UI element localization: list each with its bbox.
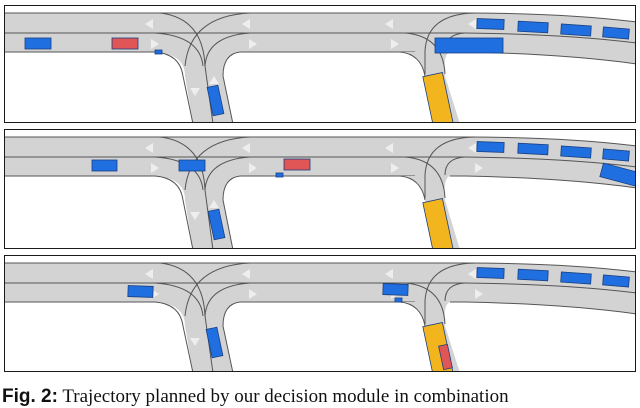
caption-label: Fig. 2: xyxy=(2,386,58,407)
lane-arrow-icon xyxy=(190,212,200,220)
blue-vehicle xyxy=(476,141,505,153)
lane-arrow-icon xyxy=(145,143,153,153)
lane-arrow-icon xyxy=(145,269,153,279)
lane-arrow-icon xyxy=(468,143,476,153)
blue-vehicle xyxy=(127,285,154,298)
lane-arrow-icon xyxy=(242,143,250,153)
lane-arrow-icon xyxy=(385,143,393,153)
lane-arrow-icon xyxy=(249,289,257,299)
blue-vehicle xyxy=(599,162,635,188)
blue-vehicle xyxy=(434,37,504,54)
lane-arrow-icon xyxy=(209,200,219,208)
lane-arrow-icon xyxy=(190,338,200,346)
blue-vehicle xyxy=(517,142,549,156)
side-road-left xyxy=(155,52,240,122)
red-vehicle xyxy=(111,37,139,50)
blue-vehicle xyxy=(476,267,505,279)
ego-vehicle xyxy=(422,198,454,248)
blue-vehicle xyxy=(178,159,206,172)
main-road xyxy=(5,13,635,64)
scene-1 xyxy=(5,12,635,122)
blue-vehicle xyxy=(602,26,630,40)
lane-arrow-icon xyxy=(385,269,393,279)
blue-vehicle xyxy=(602,274,630,288)
blue-vehicle xyxy=(517,20,549,34)
blue-vehicle xyxy=(382,283,409,296)
blue-vehicle xyxy=(476,18,505,30)
blue-vehicle xyxy=(91,159,118,172)
scene-2 xyxy=(5,136,635,248)
blue-vehicle xyxy=(275,172,284,178)
blue-vehicle xyxy=(205,326,224,359)
lane-arrow-icon xyxy=(242,19,250,29)
lane-arrow-icon xyxy=(190,88,200,96)
blue-vehicle xyxy=(24,37,52,50)
caption-text: Trajectory planned by our decision modul… xyxy=(57,386,509,407)
scene-panel-3 xyxy=(4,255,636,372)
lane-arrow-icon xyxy=(391,163,399,173)
side-road-left xyxy=(155,302,240,371)
blue-vehicle xyxy=(560,145,592,159)
blue-vehicle xyxy=(394,297,403,303)
lane-arrow-icon xyxy=(145,19,153,29)
blue-vehicle xyxy=(207,208,226,241)
figure-caption: Fig. 2: Trajectory planned by our decisi… xyxy=(2,386,640,408)
lane-arrow-icon xyxy=(468,19,476,29)
ego-inner-vehicle xyxy=(438,343,453,371)
blue-vehicle xyxy=(560,23,592,37)
lane-arrow-icon xyxy=(475,163,483,173)
lane-arrow-icon xyxy=(385,19,393,29)
blue-vehicle xyxy=(206,84,225,117)
scene-panel-1 xyxy=(4,5,636,123)
lane-arrow-icon xyxy=(391,39,399,49)
lane-arrow-icon xyxy=(242,269,250,279)
lane-arrow-icon xyxy=(209,76,219,84)
red-vehicle xyxy=(283,158,311,171)
lane-arrow-icon xyxy=(468,269,476,279)
lane-arrow-icon xyxy=(475,289,483,299)
lane-arrow-icon xyxy=(151,163,159,173)
blue-vehicle xyxy=(560,271,592,285)
ego-vehicle xyxy=(422,72,454,122)
blue-vehicle xyxy=(517,268,549,282)
lane-arrow-icon xyxy=(151,39,159,49)
lane-arrow-icon xyxy=(249,163,257,173)
scene-3 xyxy=(5,262,635,371)
blue-vehicle xyxy=(154,49,163,55)
lane-arrow-icon xyxy=(249,39,257,49)
scene-panel-2 xyxy=(4,129,636,249)
blue-vehicle xyxy=(602,148,630,162)
